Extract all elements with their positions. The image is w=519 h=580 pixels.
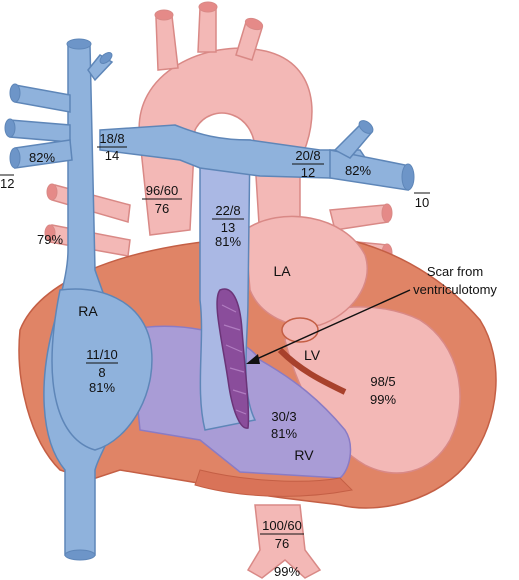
scar-label-line2: ventriculotomy [413, 282, 497, 297]
aortic-branch-2-end [198, 1, 218, 13]
rv-label: RV [294, 447, 314, 463]
rv-myocardial-band [194, 469, 354, 497]
aortic-branch-3-end [244, 17, 264, 31]
svc-left-small: 12 [0, 176, 14, 191]
pa-mean: 13 [221, 220, 235, 235]
left-atrium [244, 215, 368, 327]
left-vein-2-end [4, 118, 16, 138]
scar-label-line1: Scar from [427, 264, 483, 279]
aorta-pressure: 96/60 [146, 183, 179, 198]
aorta-mean: 76 [155, 201, 169, 216]
la-label: LA [273, 263, 291, 279]
aortic-arch [138, 47, 313, 241]
svc-top-end [66, 38, 92, 50]
rv-sat: 81% [271, 426, 297, 441]
svc-branch-end [99, 52, 113, 64]
rpa-sat: 82% [345, 163, 371, 178]
desc-aorta-mean: 76 [275, 536, 289, 551]
pulmonary-branches [99, 124, 372, 179]
desc-aorta-pressure: 100/60 [262, 518, 302, 533]
ivc-bottom-end [64, 549, 96, 561]
scar-pointer-arrowhead [246, 354, 260, 364]
ra-label: RA [78, 303, 98, 319]
rpa-pressure: 20/8 [295, 148, 320, 163]
lv-pressure: 98/5 [370, 374, 395, 389]
lv-sat: 99% [370, 392, 396, 407]
left-vein-1-end [9, 83, 21, 103]
lv-label: LV [304, 347, 321, 363]
aortic-branch-1 [155, 15, 179, 71]
scar-texture [221, 304, 247, 415]
ra-pressure: 11/10 [86, 347, 118, 362]
rpa-upper-branch-end [358, 120, 374, 134]
descending-aorta [246, 504, 322, 579]
svc-left-sat: 82% [29, 150, 55, 165]
ra-sat: 81% [89, 380, 115, 395]
ivc-sat: 79% [37, 232, 63, 247]
svc-left-mean: 14 [105, 148, 119, 163]
ventriculotomy-scar [216, 288, 250, 429]
left-vein-3-end [9, 147, 21, 169]
rpa-mean: 12 [301, 165, 315, 180]
right-pulmonary-artery-end [401, 163, 415, 191]
aortic-branch-2 [197, 7, 217, 53]
right-pulmonary-vein-1-end [381, 203, 393, 223]
mitral-valve [281, 317, 319, 343]
ra-mean: 8 [98, 365, 105, 380]
rpa-small: 10 [415, 195, 429, 210]
left-vein-2 [9, 119, 71, 143]
desc-aorta-sat: 99% [274, 564, 300, 579]
pa-pressure: 22/8 [215, 203, 240, 218]
left-vein-1 [14, 84, 71, 113]
left-pulmonary-vein-2-end [44, 224, 56, 242]
svc-left-pressure: 18/8 [99, 131, 124, 146]
scar-pointer-line [249, 289, 411, 363]
right-pulmonary-vein-1 [329, 204, 389, 231]
rv-pressure: 30/3 [271, 409, 296, 424]
ventricular-septum-shadow [277, 347, 347, 395]
pa-sat: 81% [215, 234, 241, 249]
aortic-branch-1-end [154, 9, 174, 21]
left-pulmonary-vein-1-end [46, 183, 58, 201]
right-atrium [51, 288, 153, 451]
